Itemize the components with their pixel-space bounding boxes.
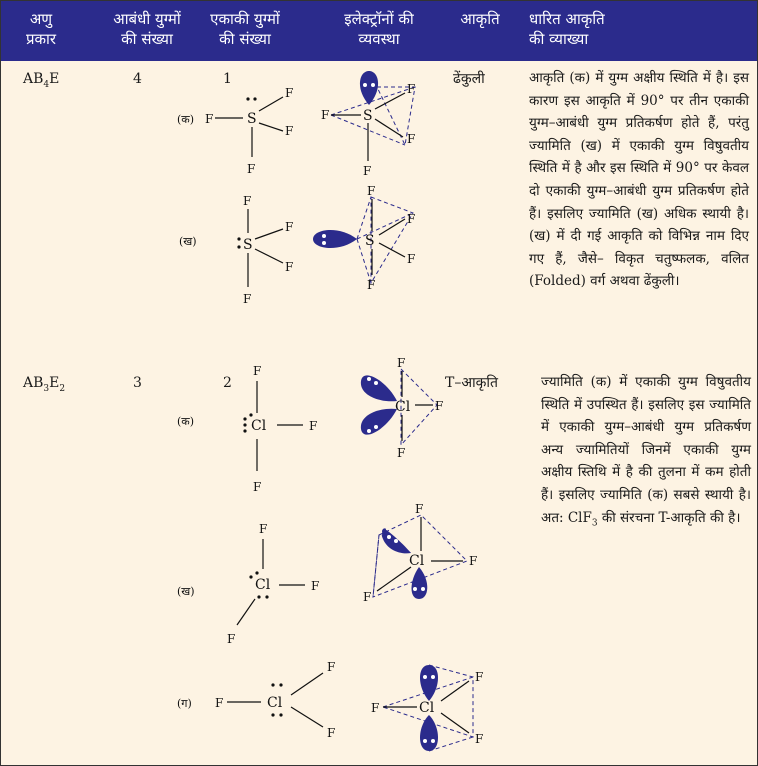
row2-a-lewis-structure: (क) F Cl F F (177, 364, 317, 494)
lone-pair-lobe (313, 229, 357, 249)
row2-c-lewis-structure: (ग) F Cl F F (177, 660, 335, 740)
row1-a-electron-arrangement: F S F F F (321, 71, 416, 178)
label-kha: (ख) (179, 235, 197, 248)
header-bonding-pairs: आबंधी युग्मों की संख्या (113, 10, 181, 48)
atom-f: F (363, 590, 371, 604)
atom-f: F (407, 82, 415, 96)
row1-molecule-type: AB4E (23, 71, 60, 90)
label-ka: (क) (177, 113, 194, 126)
atom-cl: Cl (409, 553, 425, 569)
atom-s: S (247, 111, 257, 127)
atom-cl: Cl (419, 700, 435, 716)
row2-molecule-type: AB3E2 (23, 375, 66, 394)
row1-shape: ढेंकुली (453, 71, 485, 87)
atom-f: F (311, 579, 319, 593)
atom-f: F (363, 164, 371, 178)
atom-f: F (205, 112, 213, 126)
atom-cl: Cl (251, 418, 267, 434)
row1-b-electron-arrangement: F S F F F (313, 184, 415, 292)
atom-f: F (475, 732, 483, 746)
atom-f: F (327, 726, 335, 740)
atom-f: F (435, 399, 443, 413)
atom-f: F (243, 292, 251, 306)
row2-lone-count: 2 (223, 375, 232, 391)
atom-f: F (253, 480, 261, 494)
atom-f: F (371, 701, 379, 715)
atom-f: F (285, 86, 293, 100)
row1-a-lewis-structure: (क) F S F F F (177, 86, 293, 176)
atom-s: S (365, 233, 375, 249)
atom-f: F (469, 554, 477, 568)
row2-explanation: ज्यामिति (क) में एकाकी युग्म विषुवतीय स्… (541, 374, 751, 529)
atom-f: F (367, 278, 375, 292)
header-lone-pairs: एकाकी युग्मों की संख्या (210, 10, 280, 48)
atom-cl: Cl (255, 577, 271, 593)
atom-f: F (285, 260, 293, 274)
row1-explanation: आकृति (क) में युग्म अक्षीय स्थिति में है… (529, 70, 749, 290)
lone-pair-lobe (359, 71, 379, 105)
lone-pair-lobe-lower (360, 408, 397, 435)
row2-b-lewis-structure: (ख) F Cl F F (177, 522, 319, 646)
table-header: अणु प्रकार आबंधी युग्मों की संख्या एकाकी… (1, 1, 757, 61)
row2-c-electron-arrangement: F Cl F F (371, 664, 483, 752)
header-shape: आकृति (460, 10, 500, 28)
atom-f: F (397, 356, 405, 370)
lone-pair-lobe-upper (420, 665, 438, 701)
lone-pair-lobe-lower (420, 715, 438, 751)
row2-bonding-count: 3 (133, 375, 142, 391)
label-ka: (क) (177, 415, 194, 428)
row1-bonding-count: 4 (133, 71, 142, 87)
atom-f: F (415, 502, 423, 516)
atom-f: F (253, 364, 261, 378)
atom-f: F (309, 419, 317, 433)
lone-pair-lobe-lower (411, 567, 428, 599)
atom-f: F (321, 108, 329, 122)
lone-pair-lobe-upper (360, 375, 397, 402)
atom-f: F (243, 194, 251, 208)
atom-f: F (367, 184, 375, 198)
atom-f: F (285, 220, 293, 234)
label-kha: (ख) (177, 585, 195, 598)
atom-f: F (397, 446, 405, 460)
atom-f: F (407, 212, 415, 226)
atom-s: S (243, 237, 253, 253)
atom-cl: Cl (395, 399, 411, 415)
label-ga: (ग) (177, 697, 192, 710)
row1-lone-count: 1 (223, 71, 232, 87)
row2-shape: T–आकृति (445, 375, 499, 391)
row2-a-electron-arrangement: F Cl F F (360, 356, 443, 460)
atom-f: F (215, 696, 223, 710)
row1-b-lewis-structure: (ख) F S F F F (179, 194, 293, 306)
atom-f: F (407, 132, 415, 146)
atom-f: F (475, 670, 483, 684)
atom-s: S (363, 108, 373, 124)
atom-f: F (247, 162, 255, 176)
row2-b-electron-arrangement: F Cl F F (363, 502, 477, 604)
header-molecule-type: अणु प्रकार (25, 10, 57, 48)
atom-f: F (407, 252, 415, 266)
atom-cl: Cl (267, 695, 283, 711)
atom-f: F (259, 522, 267, 536)
header-electron-arrangement: इलेक्ट्रॉनों की व्यवस्था (344, 10, 414, 48)
header-explanation: धारित आकृति की व्याख्या (529, 10, 605, 48)
atom-f: F (227, 632, 235, 646)
atom-f: F (327, 660, 335, 674)
atom-f: F (285, 124, 293, 138)
